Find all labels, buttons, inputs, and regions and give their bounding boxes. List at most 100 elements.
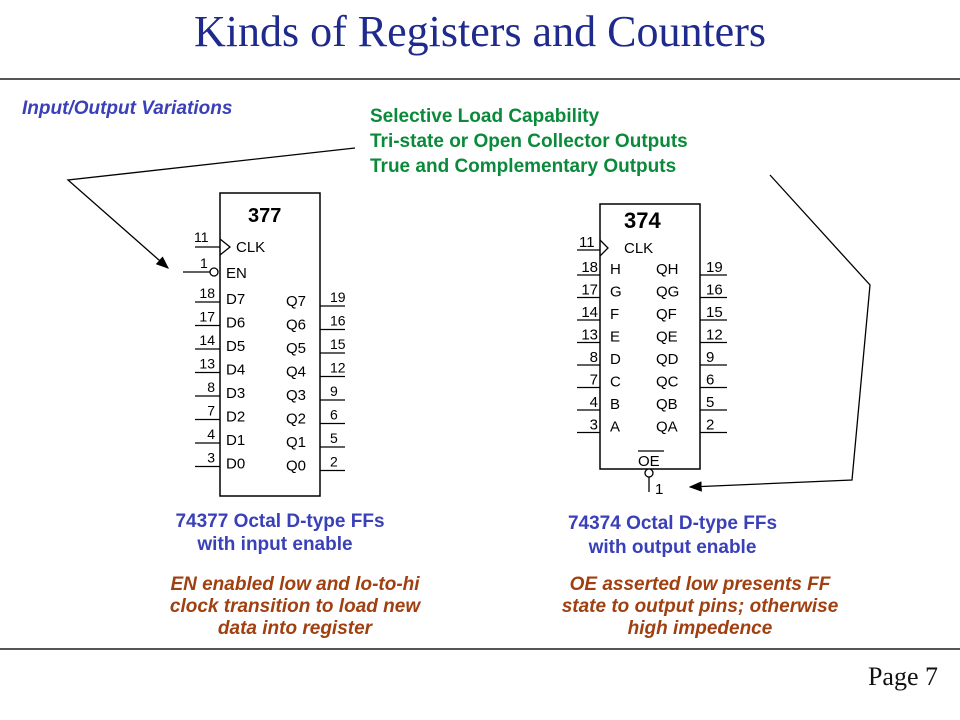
- chip377-inputs-signal-label: D3: [226, 385, 245, 402]
- chip377-inputs-signal-label: D5: [226, 338, 245, 355]
- chip374-outputs-pin-number: 2: [706, 417, 714, 434]
- chip374-inputs-signal-label: B: [610, 396, 620, 413]
- chip377-inputs-signal-label: D4: [226, 362, 245, 379]
- chip-374-note-line2: state to output pins; otherwise: [561, 596, 839, 617]
- chip-377-clk-pin: 11: [194, 229, 209, 245]
- chip-374-oe-pin: 1: [655, 481, 663, 498]
- chip377-inputs-pin-number: 8: [207, 379, 215, 395]
- chip377-outputs-pin-number: 2: [330, 454, 338, 470]
- inversion-bubble-icon: [209, 267, 219, 277]
- chip374-inputs-signal-label: G: [610, 284, 622, 301]
- page-number: Page 7: [867, 662, 938, 691]
- chip377-outputs-signal-label: Q0: [286, 458, 306, 475]
- chip-377-caption-line1: 74377 Octal D-type FFs: [175, 511, 385, 532]
- chip377-inputs-pin-number: 7: [207, 403, 215, 419]
- chip374-outputs-signal-label: QD: [656, 351, 679, 368]
- chip-374-caption-line2: with output enable: [588, 537, 757, 558]
- variation-tristate: Tri-state or Open Collector Outputs: [370, 131, 688, 152]
- page-title: Kinds of Registers and Counters: [194, 7, 766, 56]
- chip374-outputs-pin-number: 12: [706, 327, 723, 344]
- chip-374-note-line1: OE asserted low presents FF: [569, 574, 831, 595]
- chip374-outputs-signal-label: QB: [656, 396, 678, 413]
- chip377-outputs-pin-number: 6: [330, 407, 338, 423]
- chip-377-en-pin: 1: [200, 255, 208, 271]
- chip-377-note-line2: clock transition to load new: [169, 596, 421, 617]
- chip374-outputs-pin-number: 19: [706, 259, 723, 276]
- chip-374-name: 374: [624, 208, 661, 233]
- chip377-outputs-pin-number: 9: [330, 383, 338, 399]
- chip374-outputs-pin-number: 5: [706, 394, 714, 411]
- chip374-outputs-signal-label: QG: [656, 284, 679, 301]
- chip374-inputs-pin-number: 3: [590, 417, 598, 434]
- chip377-inputs-signal-label: D7: [226, 291, 245, 308]
- chip374-inputs-signal-label: H: [610, 261, 621, 278]
- chip374-outputs-pin-number: 6: [706, 372, 714, 389]
- chip374-outputs-signal-label: QC: [656, 374, 679, 391]
- chip374-inputs-pin-number: 17: [581, 282, 598, 299]
- chip-374-body: [599, 203, 701, 470]
- chip-377-name: 377: [248, 205, 281, 227]
- chip377-inputs-pin-number: 18: [199, 285, 215, 301]
- chip-377-note: EN enabled low and lo-to-hi clock transi…: [125, 574, 465, 640]
- io-heading: Input/Output Variations: [22, 98, 233, 119]
- chip-377-clk-label: CLK: [236, 239, 265, 256]
- chip377-inputs-pin-number: 3: [207, 450, 215, 466]
- chip377-outputs-pin-number: 15: [330, 336, 346, 352]
- chip377-outputs-signal-label: Q6: [286, 317, 306, 334]
- bottom-rule: [0, 648, 960, 650]
- chip374-inputs-pin-number: 8: [590, 349, 598, 366]
- chip377-inputs-signal-label: D6: [226, 315, 245, 332]
- chip374-outputs-signal-label: QF: [656, 306, 677, 323]
- chip377-inputs-pin-number: 4: [207, 426, 215, 442]
- chip377-outputs-signal-label: Q1: [286, 434, 306, 451]
- chip377-outputs-pin-number: 5: [330, 430, 338, 446]
- chip374-inputs-signal-label: F: [610, 306, 619, 323]
- chip377-inputs-pin-number: 13: [199, 356, 215, 372]
- arrow-to-377-enable: [66, 147, 356, 269]
- variation-true-complement: True and Complementary Outputs: [370, 156, 677, 177]
- chip374-inputs-pin-number: 7: [590, 372, 598, 389]
- chip-377-body: [219, 192, 321, 497]
- chip377-inputs-signal-label: D2: [226, 409, 245, 426]
- top-rule: [0, 78, 960, 80]
- chip374-outputs-signal-label: QA: [656, 419, 678, 436]
- arrow-to-374-output-enable: [688, 174, 871, 492]
- chip374-inputs-signal-label: D: [610, 351, 621, 368]
- clock-triangle-icon: [219, 238, 232, 256]
- chip374-outputs-pin-number: 15: [706, 304, 723, 321]
- chip-374-caption-line1: 74374 Octal D-type FFs: [567, 513, 778, 534]
- chip377-inputs-pin-number: 17: [199, 309, 215, 325]
- chip374-outputs-signal-label: QH: [656, 261, 679, 278]
- chip-374-note: OE asserted low presents FF state to out…: [515, 574, 885, 640]
- chip377-outputs-signal-label: Q7: [286, 293, 306, 310]
- chip377-inputs-pin-number: 14: [199, 332, 215, 348]
- chip-374-clk-pin: 11: [579, 234, 595, 251]
- chip-377-caption-line2: with input enable: [197, 534, 353, 555]
- chip374-inputs-signal-label: C: [610, 374, 621, 391]
- inversion-bubble-icon: [644, 468, 654, 478]
- chip374-outputs-signal-label: QE: [656, 329, 678, 346]
- chip374-outputs-pin-number: 16: [706, 282, 723, 299]
- chip377-outputs-signal-label: Q5: [286, 340, 306, 357]
- chip377-outputs-signal-label: Q2: [286, 411, 306, 428]
- chip-377-note-line1: EN enabled low and lo-to-hi: [170, 574, 420, 595]
- chip374-inputs-pin-number: 4: [590, 394, 598, 411]
- chip374-inputs-pin-number: 13: [581, 327, 598, 344]
- chip-377-note-line3: data into register: [217, 618, 373, 639]
- chip374-inputs-signal-label: E: [610, 329, 620, 346]
- chip377-inputs-signal-label: D1: [226, 432, 245, 449]
- chip377-outputs-pin-number: 16: [330, 313, 346, 329]
- variation-selective-load: Selective Load Capability: [370, 106, 600, 127]
- chip377-outputs-signal-label: Q3: [286, 387, 306, 404]
- chip-374-clk-label: CLK: [624, 240, 653, 257]
- clock-triangle-icon: [599, 239, 609, 257]
- chip377-outputs-pin-number: 12: [330, 360, 346, 376]
- chip374-inputs-pin-number: 18: [581, 259, 598, 276]
- chip377-outputs-pin-number: 19: [330, 289, 346, 305]
- chip-374-note-line3: high impedence: [627, 618, 773, 639]
- chip-377-en-label: EN: [226, 265, 247, 282]
- chip377-outputs-signal-label: Q4: [286, 364, 306, 381]
